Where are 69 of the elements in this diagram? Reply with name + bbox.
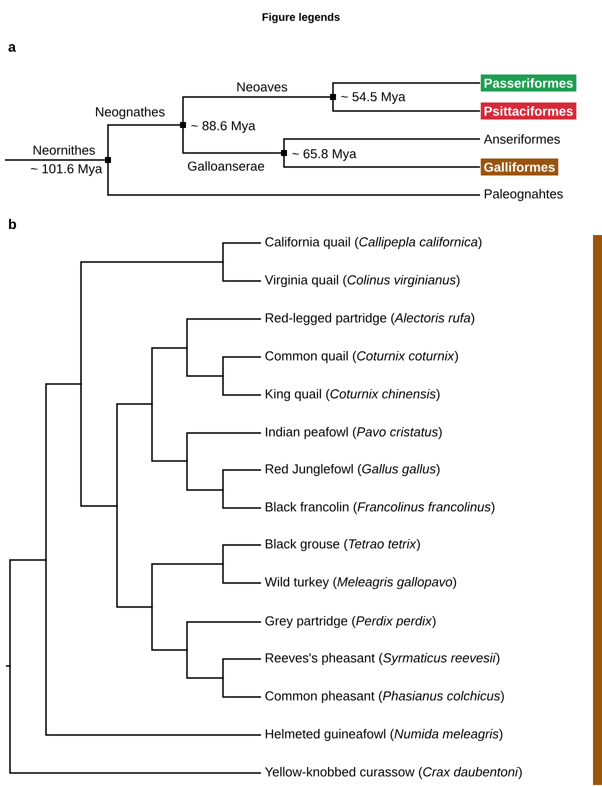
clade-box: Psittaciformes — [480, 102, 576, 120]
branch-line — [182, 125, 284, 154]
taxon-label: Black francolin (Francolinus francolinus) — [266, 502, 494, 514]
branch-line — [9, 559, 46, 666]
taxon-label: Anseriformes — [484, 134, 560, 144]
taxon-label: Helmeted guineafowl (Numida meleagris) — [266, 728, 502, 742]
branch-line — [332, 97, 480, 112]
branch-line — [80, 261, 223, 384]
branch-line — [222, 242, 261, 262]
date-label: ~ 54.5 Mya — [341, 92, 406, 104]
branch-line — [151, 347, 187, 404]
branch-line — [186, 650, 223, 679]
branch-line — [222, 376, 261, 396]
branch-line — [151, 404, 187, 462]
branch-line — [9, 666, 261, 774]
branch-line — [107, 124, 183, 160]
taxon-label: Red Junglefowl (Gallus gallus) — [266, 464, 440, 476]
branch-line — [186, 348, 223, 377]
branch-line — [182, 96, 333, 125]
panel-letter: a — [8, 44, 16, 52]
branch-line — [107, 160, 480, 196]
taxon-label: Black grouse (Tetrao tetrix) — [266, 538, 420, 552]
branch-line — [5, 159, 108, 161]
branch-line — [283, 153, 480, 168]
branch-line — [222, 469, 261, 490]
branch-line — [222, 490, 261, 509]
taxon-label: Reeves's pheasant (Syrmaticus reevesii) — [266, 652, 500, 666]
taxon-label: Common pheasant (Phasianus colchicus) — [265, 690, 504, 704]
taxon-label: California quail (Callipepla californica) — [265, 236, 482, 250]
branch-line — [332, 82, 480, 97]
branch-line — [151, 607, 187, 651]
branch-line — [45, 560, 261, 736]
date-label: ~ 65.8 Mya — [292, 149, 356, 161]
taxon-label: Red-legged partridge (Alectoris rufa) — [266, 312, 474, 326]
clade-box: Galliformes — [480, 158, 558, 176]
date-label: ~ 88.6 Mya — [191, 121, 256, 133]
date-label: ~ 101.6 Mya — [30, 164, 102, 176]
taxon-label: Yellow-knobbed curassow (Crax daubentoni) — [265, 766, 522, 780]
branch-line — [80, 384, 117, 507]
branch-line — [222, 356, 261, 376]
branch-line — [151, 563, 223, 607]
clade-box: Passeriformes — [480, 74, 576, 92]
taxon-label: Common quail (Coturnix coturnix) — [265, 350, 458, 364]
branch-line — [222, 658, 261, 678]
clade-name: Neognathes — [94, 106, 166, 120]
taxon-label: Virginia quail (Colinus virginianus) — [264, 274, 460, 288]
branch-line — [283, 138, 480, 153]
branch-line — [222, 564, 261, 584]
branch-line — [222, 544, 261, 564]
taxon-label: King quail (Coturnix chinensis) — [266, 388, 440, 402]
clade-name: Galloanserae — [186, 160, 266, 172]
branch-line — [222, 262, 261, 282]
branch-line — [186, 432, 261, 461]
branch-line — [116, 403, 152, 506]
branch-line — [45, 383, 81, 560]
branch-line — [222, 678, 261, 698]
panel-letter: b — [9, 218, 16, 230]
clade-name: Neornithes — [32, 144, 96, 156]
branch-line — [186, 621, 261, 650]
taxon-label: Wild turkey (Meleagris gallopavo) — [264, 576, 456, 590]
branch-line — [116, 506, 152, 608]
branch-line — [186, 318, 261, 348]
figure-title: Figure legends — [262, 12, 340, 24]
branch-line — [186, 461, 223, 491]
clade-name: Neoaves — [235, 81, 289, 93]
taxon-label: Paleognahtes — [484, 188, 563, 202]
taxon-label: Grey partridge (Perdix perdix) — [265, 616, 436, 628]
branch-line — [6, 665, 10, 667]
taxon-label: Indian peafowl (Pavo cristatus) — [266, 426, 442, 440]
